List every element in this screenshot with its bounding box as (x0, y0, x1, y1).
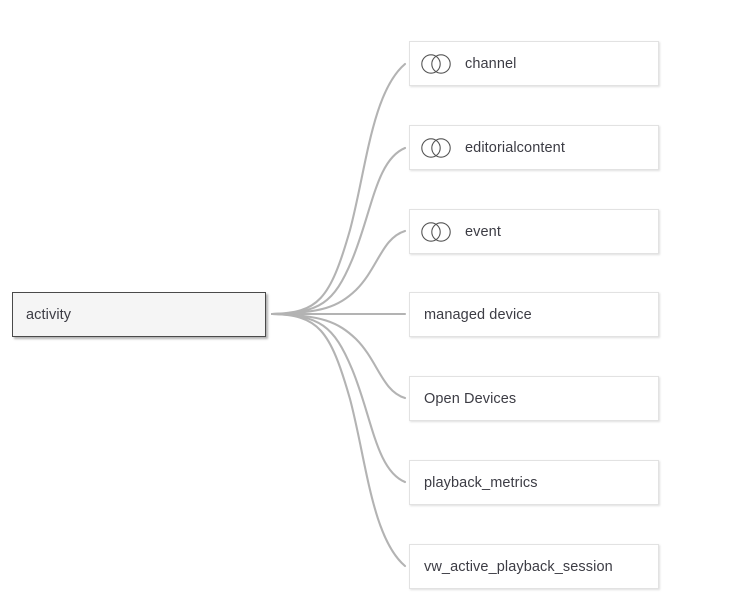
node-label: channel (465, 55, 517, 72)
root-node-activity[interactable]: activity (12, 292, 266, 337)
node-managed-device[interactable]: managed device (409, 292, 659, 337)
node-label: event (465, 223, 501, 240)
edge-to-open-devices (270, 312, 407, 400)
node-label: managed device (424, 306, 532, 323)
node-editorialcontent[interactable]: editorialcontent (409, 125, 659, 170)
edge-to-editorialcontent (270, 146, 407, 316)
node-event[interactable]: event (409, 209, 659, 254)
node-label: Open Devices (424, 390, 517, 407)
node-label: vw_active_playback_session (424, 558, 613, 575)
node-vw-active-playback-session[interactable]: vw_active_playback_session (409, 544, 659, 589)
edge-to-vw-active-playback-session (270, 312, 407, 568)
node-label: editorialcontent (465, 139, 565, 156)
node-open-devices[interactable]: Open Devices (409, 376, 659, 421)
edge-to-playback-metrics (270, 312, 407, 484)
edge-to-channel (270, 62, 407, 316)
node-label: playback_metrics (424, 474, 538, 491)
venn-overlapping-circles-icon (421, 137, 451, 158)
node-playback-metrics[interactable]: playback_metrics (409, 460, 659, 505)
edge-to-event (270, 229, 407, 316)
venn-overlapping-circles-icon (421, 221, 451, 242)
node-channel[interactable]: channel (409, 41, 659, 86)
venn-overlapping-circles-icon (421, 53, 451, 74)
root-node-label: activity (26, 306, 72, 323)
